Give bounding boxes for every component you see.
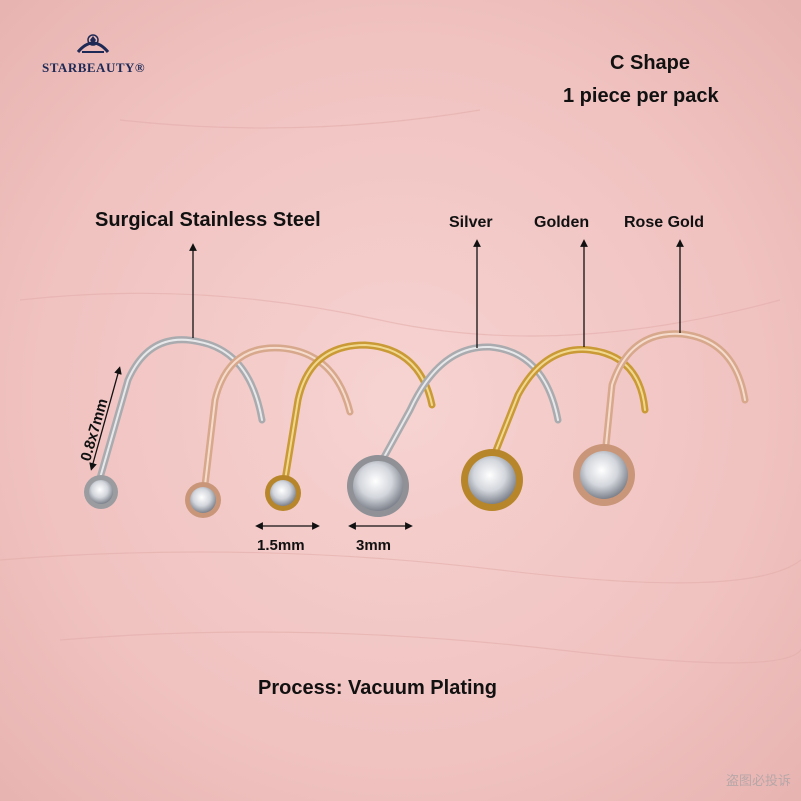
golden-label: Golden — [534, 214, 590, 231]
shape-label: C Shape — [610, 52, 691, 74]
brand-name: STARBEAUTY® — [42, 60, 146, 75]
stud-silver-small — [84, 336, 266, 509]
stud-golden-small — [265, 341, 436, 511]
pack-label: 1 piece per pack — [563, 85, 719, 107]
stud-rose-large — [573, 330, 749, 506]
rose-gold-label: Rose Gold — [624, 214, 705, 231]
silver-label: Silver — [449, 214, 493, 231]
stud-silver-large — [347, 343, 562, 517]
stud-golden-large — [461, 346, 649, 511]
stud-rose-small — [185, 344, 354, 518]
small-stone-label: 1.5mm — [257, 537, 305, 554]
large-stone-label: 3mm — [356, 537, 392, 554]
crown-logo-icon — [76, 34, 110, 53]
process-label: Process: Vacuum Plating — [258, 677, 497, 699]
watermark: 盗图必投诉 — [725, 774, 791, 789]
material-label: Surgical Stainless Steel — [95, 209, 321, 231]
